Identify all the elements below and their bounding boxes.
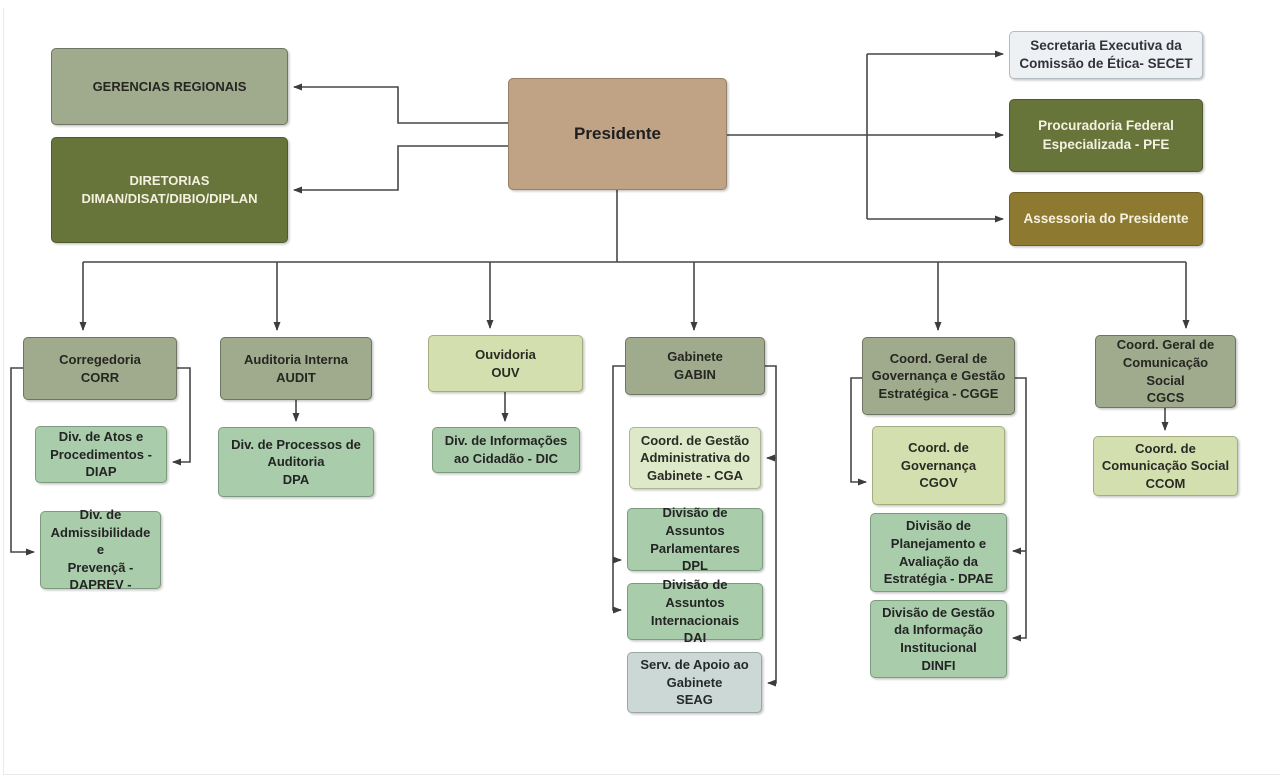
node-assessoria-presidente[interactable]: Assessoria do Presidente (1009, 192, 1203, 246)
node-ccom[interactable]: Coord. de Comunicação Social CCOM (1093, 436, 1238, 496)
node-cga-label: Coord. de Gestão Administrativa do Gabin… (640, 432, 750, 483)
node-dpae[interactable]: Divisão de Planejamento e Avaliação da E… (870, 513, 1007, 592)
node-dai-label: Divisão de Assuntos Internacionais DAI (650, 577, 740, 646)
node-cgcs[interactable]: Coord. Geral de Comunicação Social CGCS (1095, 335, 1236, 408)
node-cgov[interactable]: Coord. de Governança CGOV (872, 426, 1005, 505)
node-pfe[interactable]: Procuradoria Federal Especializada - PFE (1009, 99, 1203, 172)
node-cgge-label: Coord. Geral de Governança e Gestão Estr… (871, 350, 1006, 401)
node-ccom-label: Coord. de Comunicação Social CCOM (1101, 440, 1230, 491)
node-cgge[interactable]: Coord. Geral de Governança e Gestão Estr… (862, 337, 1015, 415)
node-dpa[interactable]: Div. de Processos de Auditoria DPA (218, 427, 374, 497)
node-dic[interactable]: Div. de Informações ao Cidadão - DIC (432, 427, 580, 473)
node-gerencias-regionais-label: GERENCIAS REGIONAIS (92, 78, 247, 94)
node-presidente-label: Presidente (574, 123, 661, 143)
node-gabinete-label: Gabinete GABIN (667, 349, 723, 382)
node-daprev-label: Div. de Admissibilidade e Prevençã - DAP… (50, 507, 151, 593)
node-seag[interactable]: Serv. de Apoio ao Gabinete SEAG (627, 652, 762, 713)
node-gerencias-regionais[interactable]: GERENCIAS REGIONAIS (51, 48, 288, 125)
node-dai[interactable]: Divisão de Assuntos Internacionais DAI (627, 577, 763, 645)
node-gabinete[interactable]: Gabinete GABIN (625, 337, 765, 395)
node-auditoria-interna-label: Auditoria Interna AUDIT (243, 351, 348, 385)
page-edge-bottom (3, 774, 1280, 775)
node-assessoria-presidente-label: Assessoria do Presidente (1023, 210, 1189, 226)
node-pfe-label: Procuradoria Federal Especializada - PFE (1038, 118, 1174, 152)
page-edge-left (3, 8, 4, 774)
node-diap[interactable]: Div. de Atos e Procedimentos - DIAP (35, 426, 167, 483)
node-cgov-label: Coord. de Governança CGOV (900, 440, 977, 491)
node-ouvidoria-label: Ouvidoria OUV (475, 346, 536, 380)
node-dpl-label: Divisão de Assuntos Parlamentares DPL (650, 505, 740, 574)
node-cga[interactable]: Coord. de Gestão Administrativa do Gabin… (629, 427, 761, 489)
node-dpa-label: Div. de Processos de Auditoria DPA (231, 436, 361, 487)
node-dic-label: Div. de Informações ao Cidadão - DIC (444, 433, 568, 466)
node-secet-label: Secretaria Executiva da Comissão de Étic… (1019, 37, 1193, 71)
node-corregedoria-label: Corregedoria CORR (59, 351, 141, 385)
node-auditoria-interna[interactable]: Auditoria Interna AUDIT (220, 337, 372, 400)
node-dpl[interactable]: Divisão de Assuntos Parlamentares DPL (627, 505, 763, 573)
node-dinfi-label: Divisão de Gestão da Informação Instituc… (882, 604, 995, 673)
node-diap-label: Div. de Atos e Procedimentos - DIAP (50, 429, 152, 480)
node-diretorias[interactable]: DIRETORIAS DIMAN/DISAT/DIBIO/DIPLAN (51, 137, 288, 243)
node-dinfi[interactable]: Divisão de Gestão da Informação Instituc… (870, 600, 1007, 678)
node-ouvidoria[interactable]: Ouvidoria OUV (428, 335, 583, 392)
node-dpae-label: Divisão de Planejamento e Avaliação da E… (883, 518, 994, 587)
node-cgcs-label: Coord. Geral de Comunicação Social CGCS (1116, 337, 1215, 406)
node-seag-label: Serv. de Apoio ao Gabinete SEAG (640, 657, 749, 708)
node-presidente[interactable]: Presidente (508, 78, 727, 190)
node-secet[interactable]: Secretaria Executiva da Comissão de Étic… (1009, 31, 1203, 79)
node-corregedoria[interactable]: Corregedoria CORR (23, 337, 177, 400)
node-daprev[interactable]: Div. de Admissibilidade e Prevençã - DAP… (40, 507, 161, 592)
node-diretorias-label: DIRETORIAS DIMAN/DISAT/DIBIO/DIPLAN (81, 173, 258, 206)
